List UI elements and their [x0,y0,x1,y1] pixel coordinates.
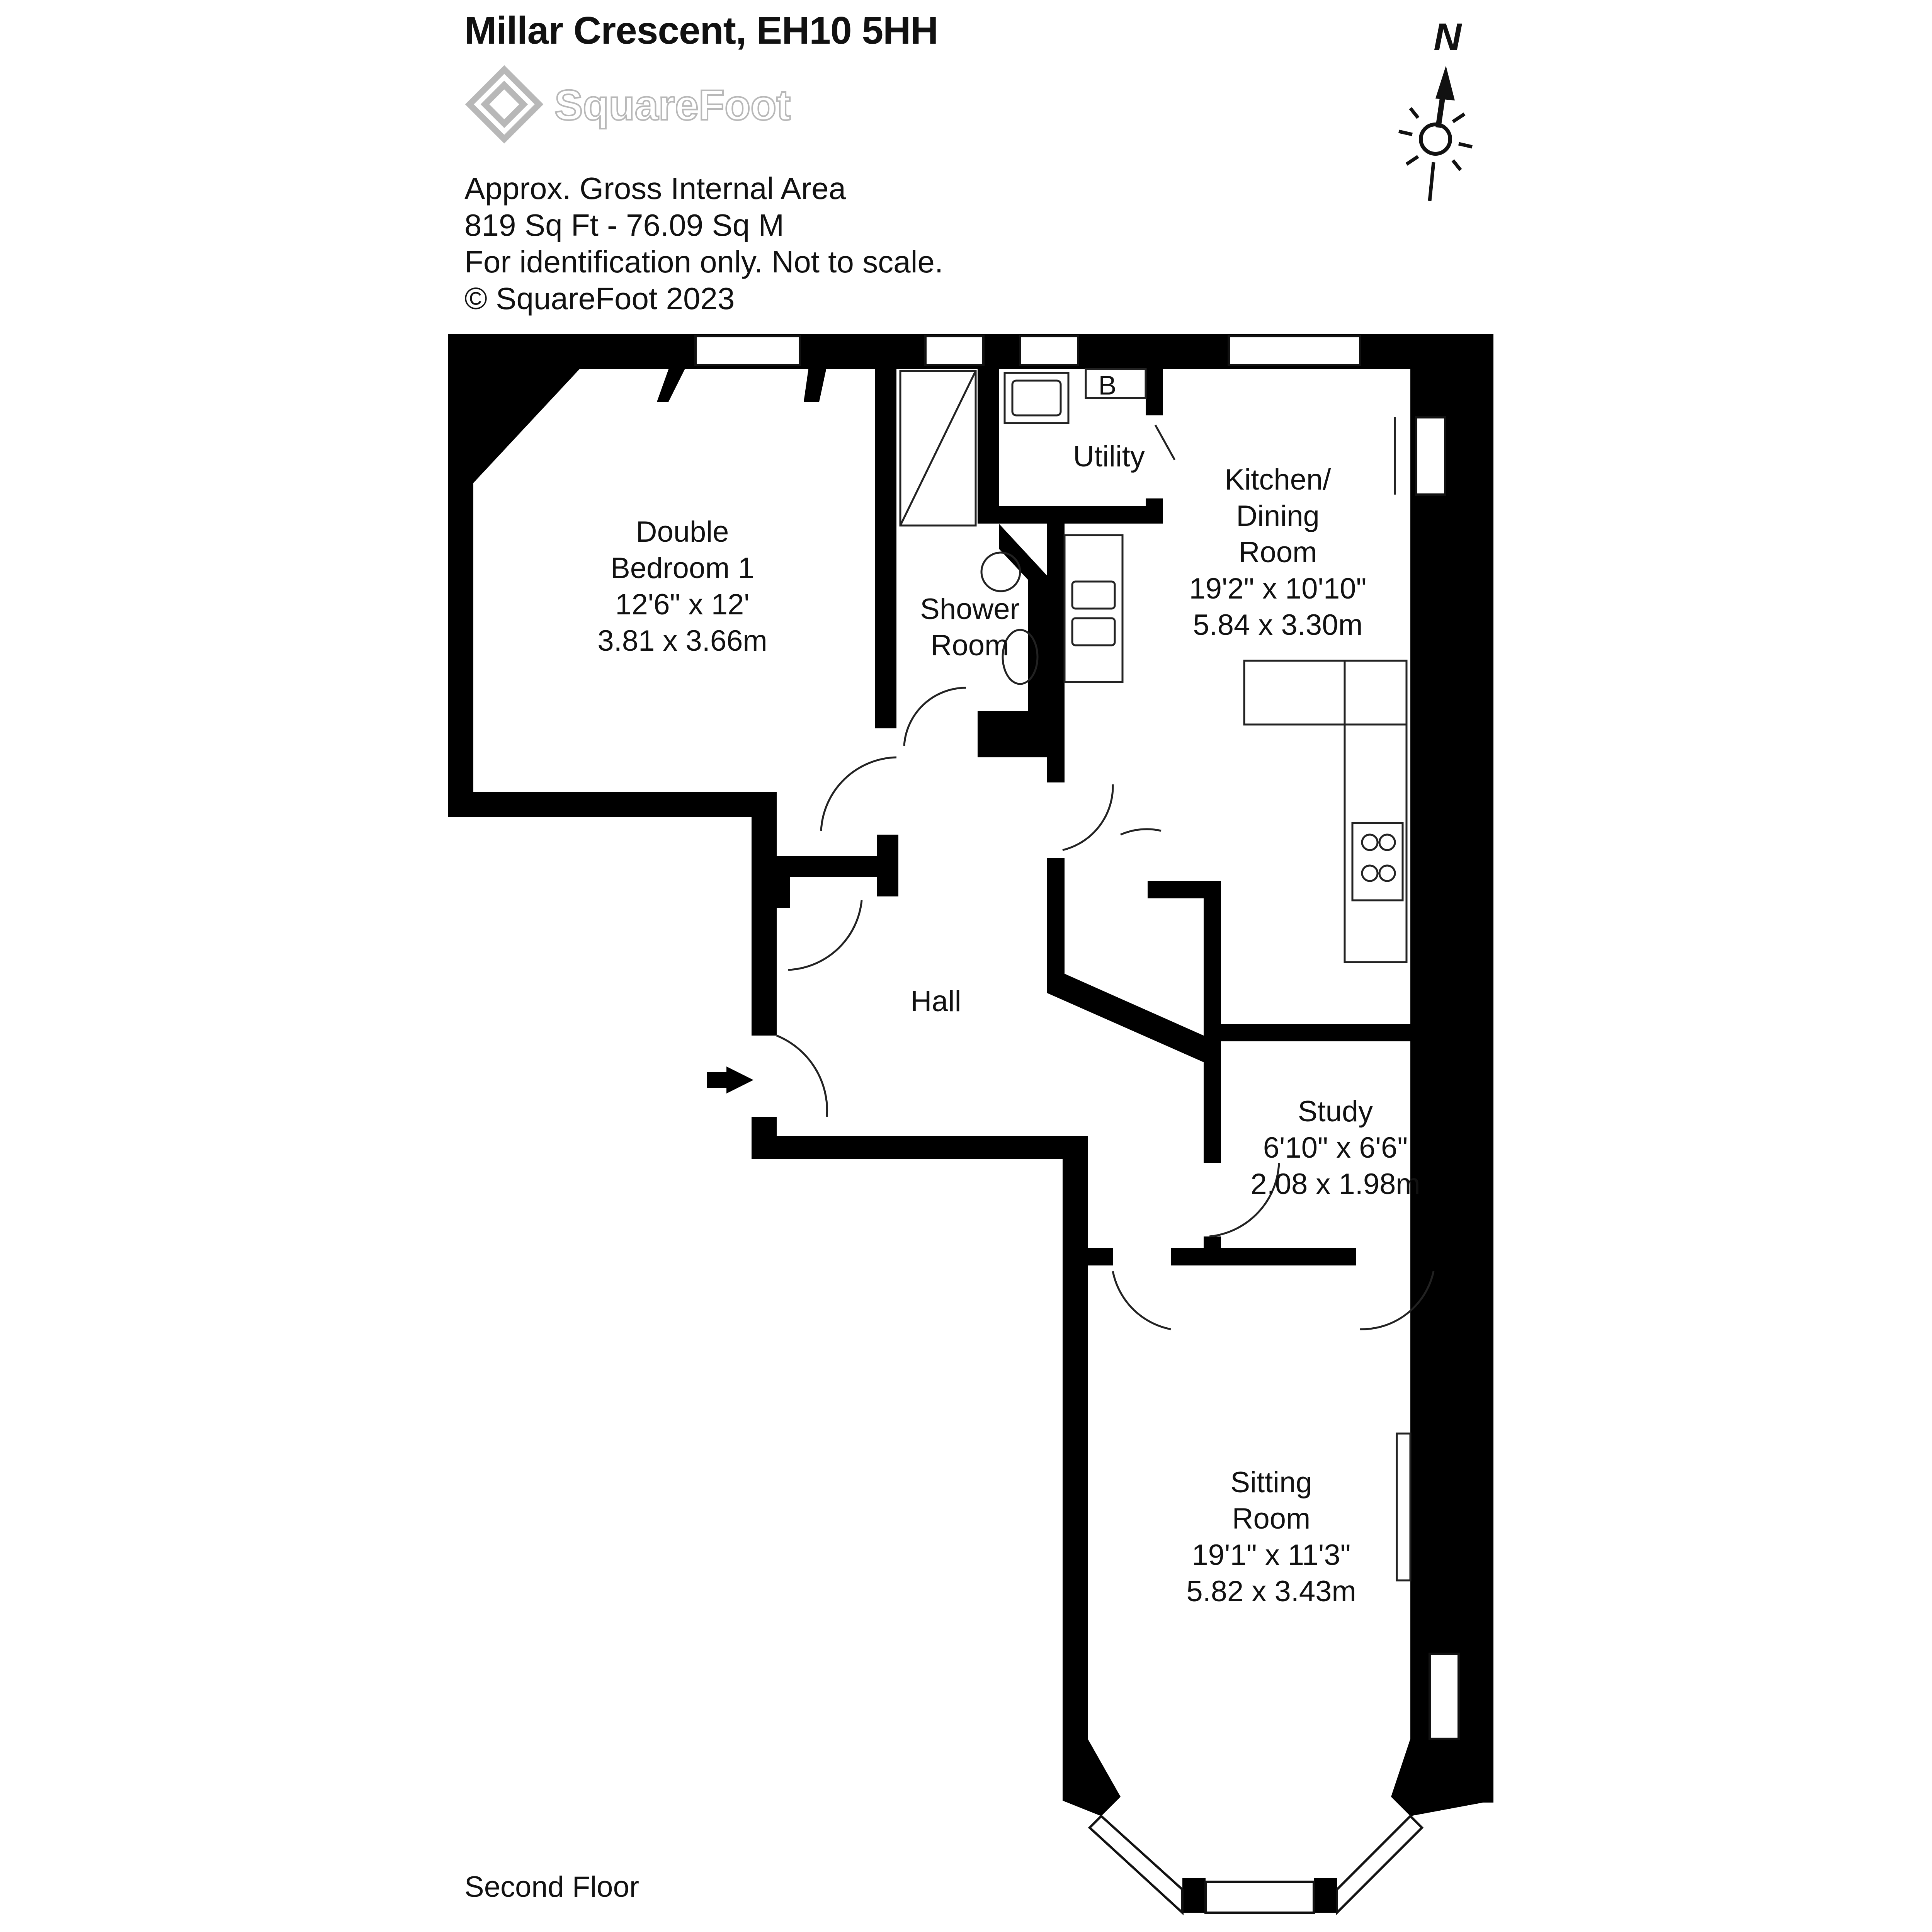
study-imperial: 6'10" x 6'6" [1263,1131,1408,1164]
sitting-name-1: Sitting [1230,1466,1312,1499]
copyright: © SquareFoot 2023 [464,281,735,316]
kitchen-name-3: Room [1238,536,1317,569]
shower-label: Shower Room [920,591,1020,664]
bedroom-name-1: Double [636,515,729,548]
sitting-name-2: Room [1232,1502,1311,1535]
study-metric: 2.08 x 1.98m [1250,1168,1420,1201]
boiler-label: B [1098,370,1117,400]
sitting-metric: 5.82 x 3.43m [1186,1575,1356,1608]
kitchen-name-1: Kitchen/ [1225,463,1331,496]
floor-label: Second Floor [464,1871,639,1903]
north-label: N [1434,15,1462,59]
kitchen-label: Kitchen/ Dining Room 19'2" x 10'10" 5.84… [1189,462,1366,643]
sitting-imperial: 19'1" x 11'3" [1192,1539,1351,1571]
kitchen-name-2: Dining [1236,500,1320,532]
hall-label: Hall [910,985,961,1018]
bedroom-imperial: 12'6" x 12' [615,588,750,621]
kitchen-metric: 5.84 x 3.30m [1193,609,1363,641]
disclaimer: For identification only. Not to scale. [464,245,944,279]
study-name: Study [1298,1095,1373,1128]
utility-label: Utility [1073,440,1145,473]
shower-name-1: Shower [920,593,1020,626]
bedroom-label: Double Bedroom 1 12'6" x 12' 3.81 x 3.66… [597,514,767,659]
kitchen-imperial: 19'2" x 10'10" [1189,572,1367,605]
plan-title: Millar Crescent, EH10 5HH [464,9,938,52]
bedroom-metric: 3.81 x 3.66m [597,624,767,657]
logo-text: SquareFoot [554,82,791,129]
north-compass-icon: N [1398,15,1473,201]
area-heading: Approx. Gross Internal Area [464,171,846,206]
study-label: Study 6'10" x 6'6" 2.08 x 1.98m [1250,1094,1420,1202]
shower-name-2: Room [930,629,1009,662]
bedroom-name-2: Bedroom 1 [611,552,754,585]
sitting-label: Sitting Room 19'1" x 11'3" 5.82 x 3.43m [1186,1464,1356,1610]
squarefoot-logo: SquareFoot [465,65,791,144]
area-value: 819 Sq Ft - 76.09 Sq M [464,208,784,242]
